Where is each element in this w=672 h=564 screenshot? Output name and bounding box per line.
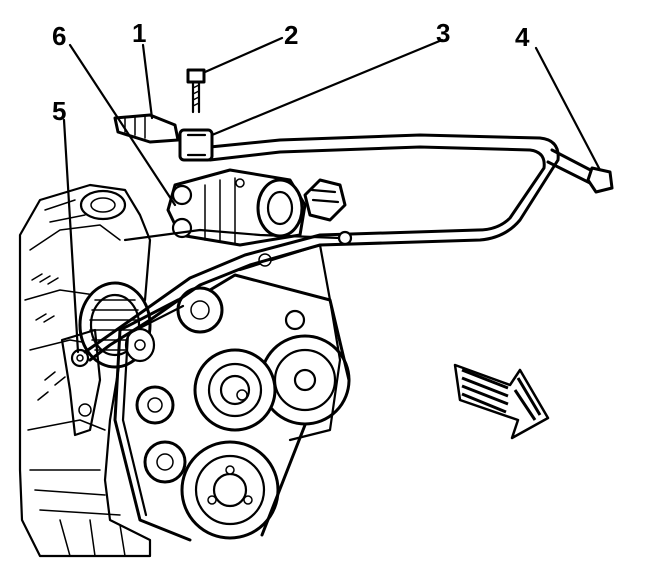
forward-direction-arrow-icon: [453, 363, 550, 440]
pulley-group: [135, 243, 351, 540]
callout-1: 1: [132, 18, 146, 48]
callout-4: 4: [515, 22, 530, 52]
drive-belt: [113, 273, 351, 542]
callout-6: 6: [52, 21, 66, 51]
mounting-bracket: [60, 328, 102, 437]
leader-lines: [62, 36, 602, 354]
cooler-line-tube: [83, 68, 614, 362]
callout-5: 5: [52, 96, 66, 126]
engine-block: [18, 183, 152, 558]
callout-3: 3: [436, 18, 450, 48]
callout-2: 2: [284, 20, 298, 50]
